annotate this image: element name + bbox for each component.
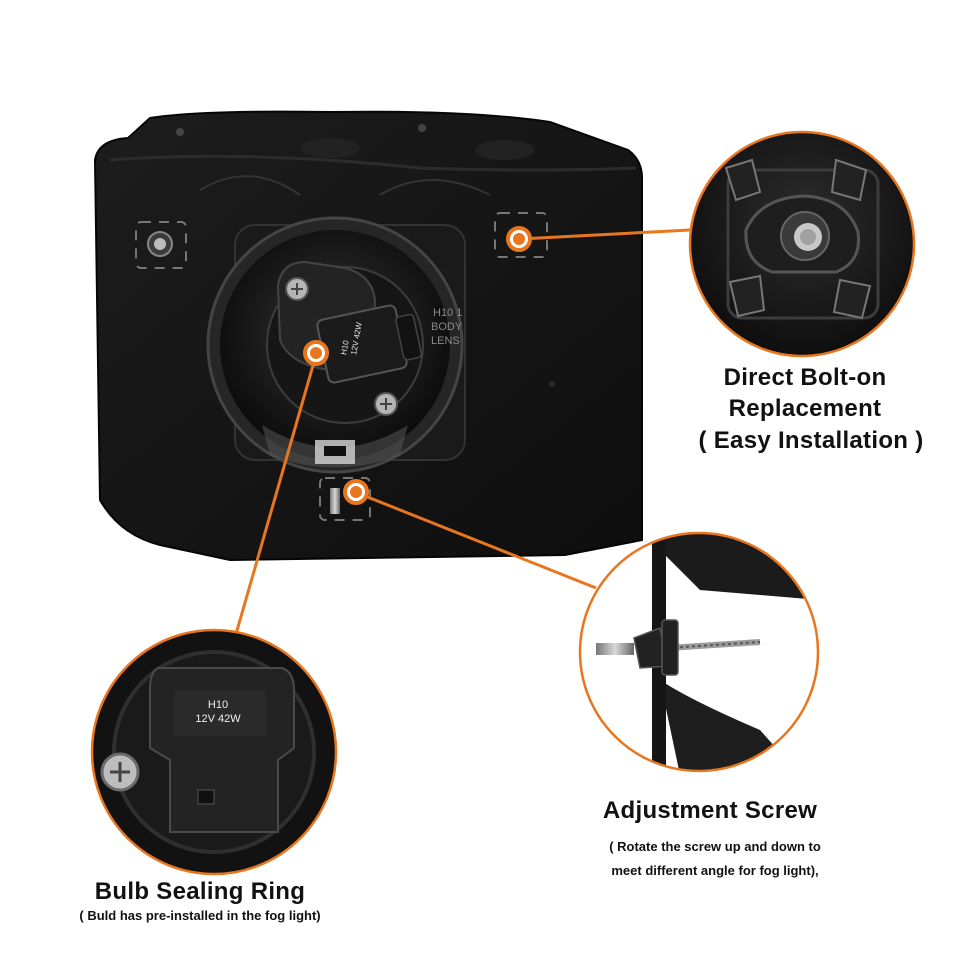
housing-marking-1: H10 1 — [433, 307, 462, 319]
bulb-marking-1: H10 — [208, 699, 228, 711]
bolt-on-title-line1: Direct Bolt-on — [723, 364, 887, 391]
adjustment-screw-desc-line1: ( Rotate the screw up and down to — [609, 839, 821, 854]
housing-marking-3: LENS — [431, 335, 460, 347]
callout-lines — [230, 228, 691, 649]
callout-dot-bulb-core — [310, 347, 322, 359]
bolt-on-title-line2: Replacement — [728, 395, 882, 422]
adjustment-screw-title: Adjustment Screw — [602, 797, 818, 824]
bulb-sealing-ring-title: Bulb Sealing Ring — [94, 878, 306, 905]
callout-dot-bolt-on-core — [513, 233, 525, 245]
top-left-mount — [135, 221, 187, 269]
bulb-marking-small-1: H10 — [339, 339, 351, 356]
top-right-mount — [494, 212, 548, 258]
zoom-circle-adjustment-screw — [578, 531, 820, 773]
bulb-marking-2: 12V 42W — [195, 713, 241, 725]
bolt-on-title-line3: ( Easy Installation ) — [698, 427, 924, 454]
zoom-circle-bulb: H10 12V 42W — [90, 628, 338, 876]
bulb-connector: H10 12V 42W — [276, 260, 422, 416]
zoom-circle-bolt-on — [688, 130, 916, 358]
bulb-sealing-ring-desc: ( Buld has pre-installed in the fog ligh… — [79, 908, 321, 923]
housing-marking-2: BODY — [431, 321, 463, 333]
adjustment-screw-desc-line2: meet different angle for fog light), — [611, 863, 819, 878]
callout-dot-adjustment-core — [350, 486, 362, 498]
